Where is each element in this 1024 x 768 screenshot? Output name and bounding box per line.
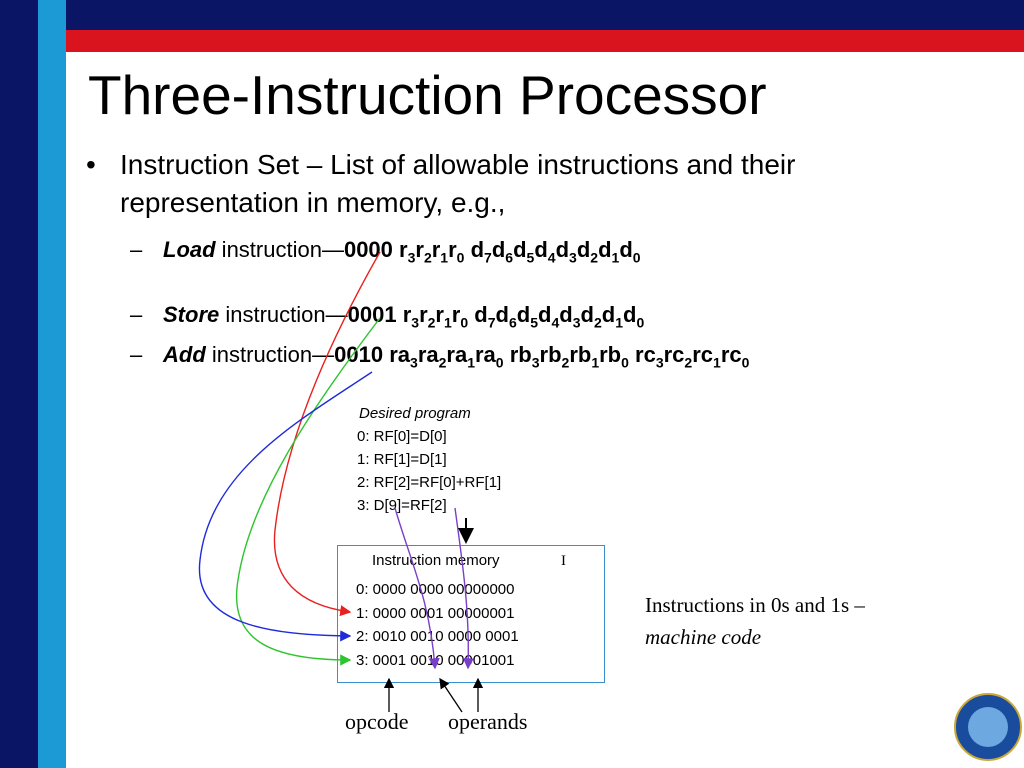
instr-name-add: Add — [163, 342, 206, 367]
header-band-red — [0, 30, 1024, 52]
desired-line: 0: RF[0]=D[0] — [357, 428, 447, 445]
operands-pointer-left — [439, 677, 463, 713]
side-bar-navy — [0, 0, 38, 768]
instr-mid-store: instruction— — [219, 302, 348, 327]
instruction-memory-marker: I — [561, 553, 566, 569]
arrow-load — [273, 251, 381, 617]
opcode-label: opcode — [345, 709, 409, 734]
instr-mid-load: instruction— — [215, 237, 344, 262]
memory-line: 0: 0000 0000 00000000 — [356, 581, 515, 598]
sub-dash: – — [130, 237, 143, 262]
arrow-add — [198, 371, 373, 642]
instr-mid-add: instruction— — [205, 342, 335, 367]
sub-dash: – — [130, 342, 143, 367]
bullet-text: Instruction Set – List of allowable inst… — [120, 149, 796, 218]
caption-line-1: Instructions in 0s and 1s – — [645, 593, 865, 617]
arrow-purple-a — [394, 507, 440, 670]
instruction-memory-title: Instruction memory — [372, 552, 500, 569]
desired-line: 1: RF[1]=D[1] — [357, 451, 447, 468]
sub-dash: – — [130, 302, 143, 327]
memory-line: 1: 0000 0001 00000001 — [356, 604, 515, 622]
arrow-purple-b — [454, 507, 474, 670]
desired-program-header: Desired program — [359, 405, 471, 422]
instr-name-store: Store — [163, 302, 220, 327]
instruction-memory-lines: 0: 0000 0000 00000000 1: 0000 0001 00000… — [356, 578, 519, 672]
slide-title: Three-Instruction Processor — [88, 64, 767, 126]
seal-emblem-icon — [968, 707, 1008, 747]
machine-code-caption: Instructions in 0s and 1s – machine code — [645, 589, 865, 653]
side-bar-cyan — [38, 0, 66, 768]
caption-line-2: machine code — [645, 625, 762, 649]
instr-code-store: 0001 r3r2r1r0 d7d6d5d4d3d2d1d0 — [347, 302, 645, 331]
header-band-navy — [0, 0, 1024, 30]
instr-code-add: 0010 ra3ra2ra1ra0 rb3rb2rb1rb0 rc3rc2rc1… — [334, 342, 750, 371]
desired-line: 2: RF[2]=RF[0]+RF[1] — [357, 474, 502, 491]
operands-label: operands — [448, 709, 528, 734]
bullet-symbol: • — [86, 149, 96, 180]
instr-code-load: 0000 r3r2r1r0 d7d6d5d4d3d2d1d0 — [343, 237, 641, 266]
desired-line: 3: D[9]=RF[2] — [357, 497, 447, 514]
university-seal-logo — [954, 693, 1022, 761]
arrow-store — [235, 317, 381, 666]
instruction-memory-box — [337, 545, 605, 683]
instr-name-load: Load — [163, 237, 216, 262]
desired-program: Desired program 0: RF[0]=D[0] 1: RF[1]=D… — [357, 402, 501, 517]
memory-line: 2: 0010 0010 0000 0001 — [356, 628, 519, 645]
